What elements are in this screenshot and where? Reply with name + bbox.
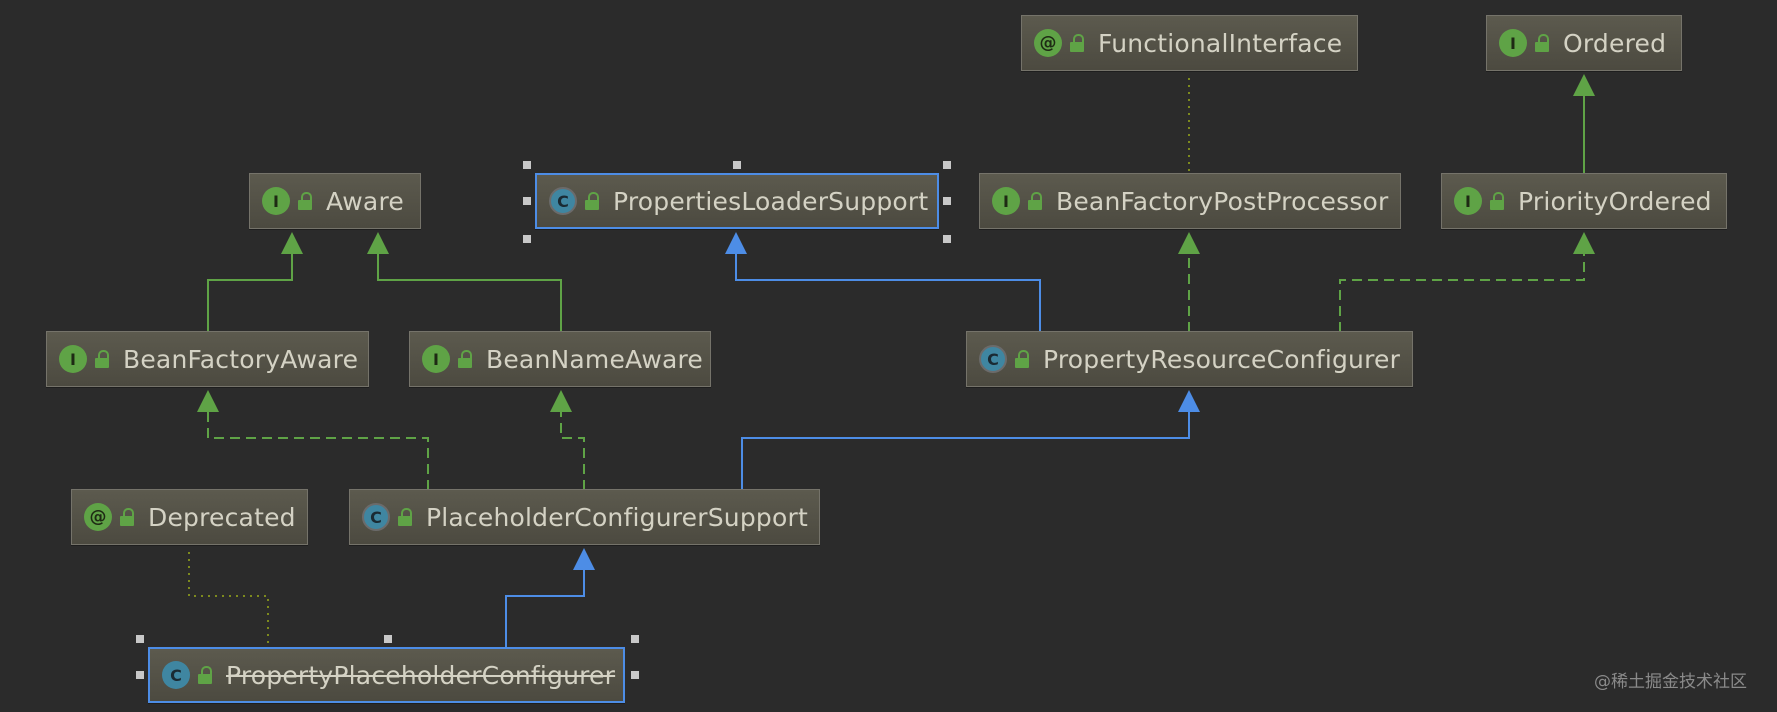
arrowhead-pcs	[573, 548, 595, 570]
interface-type-icon: I	[992, 187, 1020, 215]
node-label: PropertyPlaceholderConfigurer	[226, 660, 616, 690]
edge-prc-extends-pls	[735, 236, 1041, 332]
node-label: PropertiesLoaderSupport	[613, 186, 929, 216]
edge-pcs-implements-beanfactoryaware	[207, 394, 429, 490]
edge-ppc-extends-pcs	[505, 552, 585, 648]
public-lock-icon	[1070, 34, 1084, 52]
interface-type-icon: I	[59, 345, 87, 373]
arrowhead-aware-left	[281, 232, 303, 254]
annotation-type-icon: @	[1034, 29, 1062, 57]
abstract-class-icon: C	[362, 503, 390, 531]
arrowhead-beanfactoryaware	[197, 390, 219, 412]
resize-handle-top-center[interactable]	[733, 161, 741, 169]
node-functional-interface[interactable]: @ FunctionalInterface	[1021, 15, 1358, 71]
public-lock-icon	[298, 192, 312, 210]
node-label: Ordered	[1563, 28, 1667, 58]
interface-type-icon: I	[1454, 187, 1482, 215]
node-label: BeanNameAware	[486, 344, 704, 374]
watermark-text: @稀土掘金技术社区	[1594, 672, 1747, 692]
node-properties-loader-support[interactable]: C PropertiesLoaderSupport	[535, 173, 939, 229]
interface-type-icon: I	[262, 187, 290, 215]
resize-handle-top-left[interactable]	[523, 161, 531, 169]
edge-pcs-implements-beannameaware	[560, 394, 585, 490]
public-lock-icon	[398, 508, 412, 526]
node-label: Deprecated	[148, 502, 296, 532]
public-lock-icon	[1490, 192, 1504, 210]
node-aware[interactable]: I Aware	[249, 173, 421, 229]
node-priority-ordered[interactable]: I PriorityOrdered	[1441, 173, 1727, 229]
edge-beannameaware-extends-aware	[377, 236, 562, 332]
arrowhead-prc	[1178, 390, 1200, 412]
node-property-placeholder-configurer[interactable]: C PropertyPlaceholderConfigurer	[148, 647, 625, 703]
arrowhead-aware-right	[367, 232, 389, 254]
node-label: BeanFactoryPostProcessor	[1056, 186, 1389, 216]
interface-type-icon: I	[422, 345, 450, 373]
public-lock-icon	[585, 192, 599, 210]
node-bean-factory-post-processor[interactable]: I BeanFactoryPostProcessor	[979, 173, 1401, 229]
resize-handle-top-right[interactable]	[631, 635, 639, 643]
node-placeholder-configurer-support[interactable]: C PlaceholderConfigurerSupport	[349, 489, 820, 545]
public-lock-icon	[120, 508, 134, 526]
node-deprecated[interactable]: @ Deprecated	[71, 489, 308, 545]
annotation-type-icon: @	[84, 503, 112, 531]
abstract-class-icon: C	[979, 345, 1007, 373]
class-type-icon: C	[162, 661, 190, 689]
interface-type-icon: I	[1499, 29, 1527, 57]
node-property-resource-configurer[interactable]: C PropertyResourceConfigurer	[966, 331, 1413, 387]
resize-handle-top-right[interactable]	[943, 161, 951, 169]
public-lock-icon	[458, 350, 472, 368]
arrowhead-bfpp	[1178, 232, 1200, 254]
public-lock-icon	[1015, 350, 1029, 368]
node-label: FunctionalInterface	[1098, 28, 1343, 58]
resize-handle-bottom-right[interactable]	[943, 235, 951, 243]
node-label: PropertyResourceConfigurer	[1043, 344, 1401, 374]
public-lock-icon	[1535, 34, 1549, 52]
node-bean-factory-aware[interactable]: I BeanFactoryAware	[46, 331, 369, 387]
edge-pcs-extends-prc	[741, 394, 1190, 490]
node-label: Aware	[326, 186, 404, 216]
edge-deprecated-annotates-ppc	[188, 552, 269, 648]
resize-handle-top-left[interactable]	[136, 635, 144, 643]
node-label: BeanFactoryAware	[123, 344, 359, 374]
resize-handle-middle-right[interactable]	[943, 197, 951, 205]
edge-prc-implements-priorityordered	[1339, 236, 1585, 332]
arrowhead-beannameaware	[550, 390, 572, 412]
node-label: PlaceholderConfigurerSupport	[426, 502, 808, 532]
resize-handle-top-center[interactable]	[384, 635, 392, 643]
abstract-class-icon: C	[549, 187, 577, 215]
resize-handle-middle-left[interactable]	[136, 671, 144, 679]
resize-handle-middle-left[interactable]	[523, 197, 531, 205]
resize-handle-middle-right[interactable]	[631, 671, 639, 679]
node-label: PriorityOrdered	[1518, 186, 1712, 216]
arrowhead-priorityordered	[1573, 232, 1595, 254]
arrowhead-pls	[725, 232, 747, 254]
node-ordered[interactable]: I Ordered	[1486, 15, 1682, 71]
public-lock-icon	[198, 666, 212, 684]
node-bean-name-aware[interactable]: I BeanNameAware	[409, 331, 711, 387]
resize-handle-bottom-left[interactable]	[523, 235, 531, 243]
edge-beanfactoryaware-extends-aware	[207, 236, 293, 332]
public-lock-icon	[1028, 192, 1042, 210]
arrowhead-ordered	[1573, 74, 1595, 96]
public-lock-icon	[95, 350, 109, 368]
